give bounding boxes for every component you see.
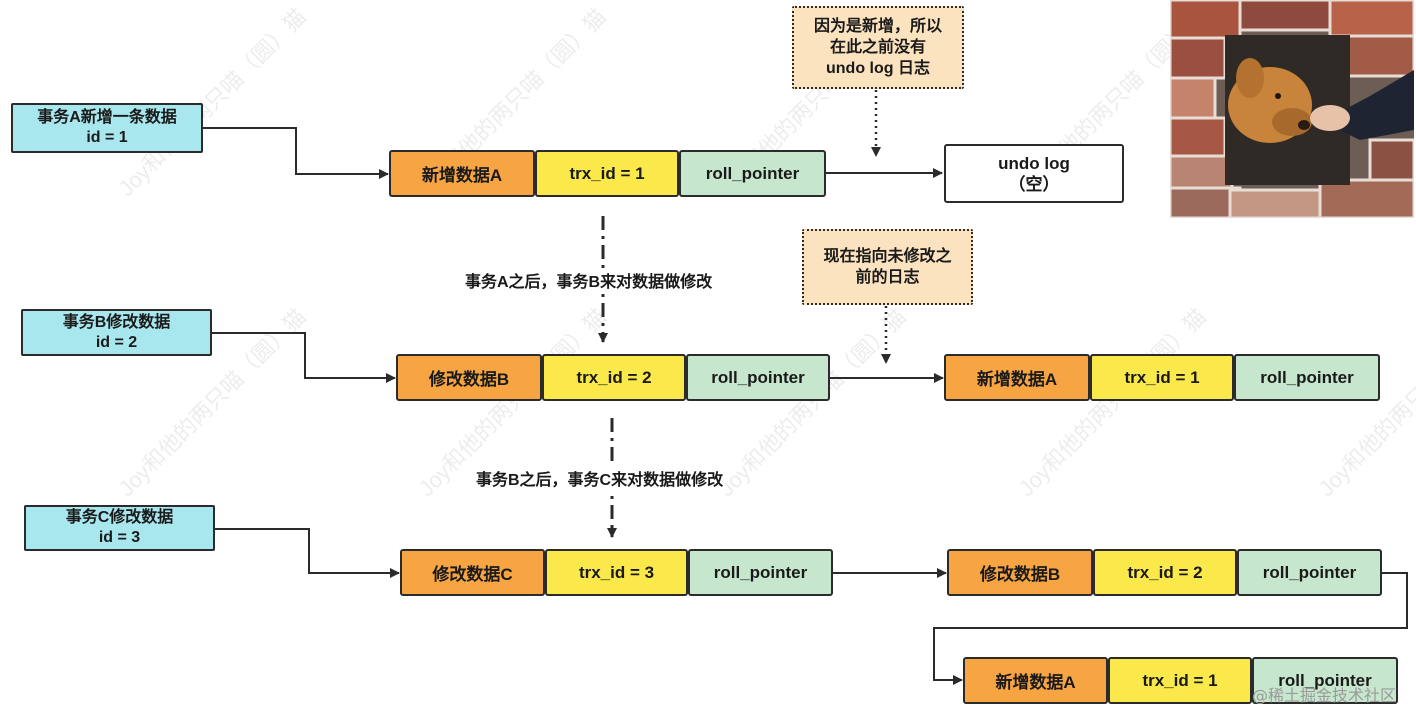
record3-data: 修改数据C [400,549,545,596]
record3-log1-trx-id: trx_id = 2 [1093,549,1237,596]
txn-a-box: 事务A新增一条数据 id = 1 [11,103,203,153]
txn-b-id: id = 2 [95,333,138,351]
txn-a-id: id = 1 [86,129,128,146]
record3-log2-roll-pointer: roll_pointer [1252,657,1398,704]
dog-photo [1170,0,1414,218]
txn-c-title: 事务C修改数据 [65,509,174,526]
txn-c-box: 事务C修改数据 id = 3 [24,505,215,551]
dog-photo-image [1170,0,1414,218]
record3-log1-roll-pointer: roll_pointer [1237,549,1382,596]
undo-log-empty: （空） [1008,174,1060,194]
record2-roll-pointer: roll_pointer [686,354,830,401]
record3-log1-data: 修改数据B [947,549,1093,596]
note-points-to-old-log: 现在指向未修改之 前的日志 [802,229,973,305]
record2-log-data: 新增数据A [944,354,1090,401]
note1-line3: undo log 日志 [826,60,930,77]
txn-a-title: 事务A新增一条数据 [37,109,177,126]
record1-data: 新增数据A [389,150,535,197]
undo-log-title: undo log [998,153,1070,173]
flow-label-ab: 事务A之后，事务B来对数据做修改 [463,268,715,292]
credit-text: @稀土掘金技术社区 [1252,686,1397,705]
note2-line1: 现在指向未修改之 [823,248,952,265]
record2-data: 修改数据B [396,354,542,401]
note1-line1: 因为是新增，所以 [813,18,942,35]
txn-c-id: id = 3 [98,529,141,546]
txn-b-title: 事务B修改数据 [62,313,171,331]
flow-label-bc: 事务B之后，事务C来对数据做修改 [474,466,726,490]
arrow-log-a-2 [933,572,1408,685]
arrow-txn-a [203,127,389,179]
record3-roll-pointer: roll_pointer [688,549,833,596]
record3-log2-trx-id: trx_id = 1 [1108,657,1252,704]
undo-log-empty-box: undo log （空） [944,144,1124,203]
record3-log2-data: 新增数据A [963,657,1108,704]
note1-line2: 在此之前没有 [829,39,926,56]
record3-trx-id: trx_id = 3 [545,549,688,596]
arrow-txn-b [212,332,396,383]
note-no-undo-log: 因为是新增，所以 在此之前没有 undo log 日志 [792,6,964,89]
record2-trx-id: trx_id = 2 [542,354,686,401]
record2-log-roll-pointer: roll_pointer [1234,354,1380,401]
record1-roll-pointer: roll_pointer [679,150,826,197]
note2-line2: 前的日志 [855,269,920,286]
record2-log-trx-id: trx_id = 1 [1090,354,1234,401]
arrow-txn-c [215,528,400,578]
txn-b-box: 事务B修改数据 id = 2 [21,309,212,356]
record1-trx-id: trx_id = 1 [535,150,679,197]
